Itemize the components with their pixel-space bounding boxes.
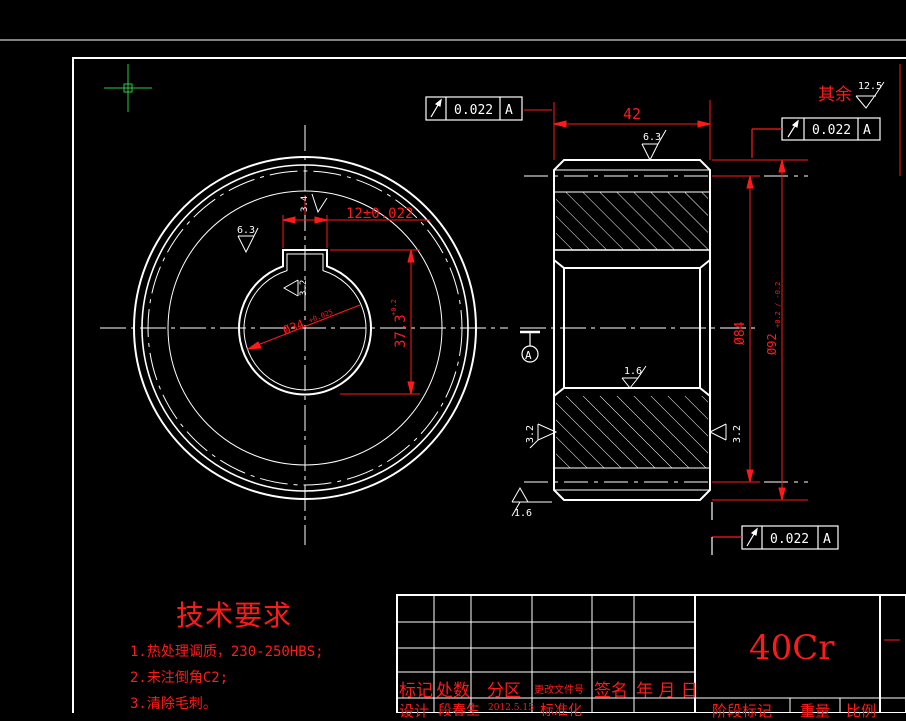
tb-design-label: 设计: [399, 702, 430, 720]
left-view: [100, 125, 508, 545]
outer-dia-tol: +0.2 / -0.2: [774, 282, 782, 328]
hatch-upper: [556, 192, 708, 250]
runout-value-3: 0.022: [770, 532, 809, 547]
title-block: [396, 594, 906, 713]
edge-mark: [884, 64, 901, 641]
root-dia-dim: Ø84: [733, 321, 748, 345]
roughness-label-63-right: 6.3: [643, 132, 661, 143]
keyway-depth-dim: 37.3: [393, 314, 409, 348]
tb-design-date: 2012.5.15: [488, 703, 534, 713]
roughness-label-32-right-b: 3.2: [732, 425, 743, 443]
bore-with-keyway: [238, 249, 372, 396]
bore-inner-chamfer: [243, 253, 367, 391]
runout-frame-top-left: [425, 96, 523, 121]
keyway-width-dim: 12±0.022: [346, 206, 413, 222]
tech-requirements-title: 技术要求: [176, 599, 293, 632]
tb-zone-label: 分区: [487, 681, 521, 701]
roughness-label-16-right: 1.6: [624, 366, 642, 377]
runout-frame-bottom: [711, 502, 839, 555]
outer-chamfer-circle: [141, 164, 469, 492]
bore-section: [553, 259, 711, 397]
tb-signature-label: 签名: [594, 681, 628, 701]
runout-datum-3: A: [823, 532, 831, 547]
width-dim: 42: [623, 105, 641, 123]
tb-mark-label: 标记: [399, 681, 433, 701]
roughness-label-32-right-a: 3.2: [525, 425, 536, 443]
tb-scale-label: 比例: [846, 702, 877, 720]
roughness-label-16-bottom: 1.6: [514, 508, 532, 519]
crosshair-cursor-icon[interactable]: [104, 64, 152, 112]
outer-dia-dim: Ø92: [765, 333, 779, 355]
datum-label: A: [525, 349, 532, 362]
tech-requirement-item-1: 1.热处理调质，230-250HBS;: [130, 644, 324, 660]
other-roughness-label: 其余: [818, 85, 852, 105]
tooth-root-circle: [147, 170, 463, 486]
runout-datum-2: A: [863, 123, 871, 138]
roughness-symbols-right: [511, 81, 885, 517]
runout-value-1: 0.022: [454, 103, 493, 118]
chamfer-small-dim: 3.4: [300, 196, 310, 212]
gear-section-outline: [553, 159, 711, 501]
left-view-dimensions: [246, 195, 430, 395]
tech-requirement-item-2: 2.未注倒角C2;: [130, 670, 229, 686]
hub-circle: [167, 190, 443, 466]
tb-weight-label: 重量: [800, 702, 831, 720]
hatch-lower: [556, 396, 708, 468]
runout-value-2: 0.022: [812, 123, 851, 138]
bore-dia-tol: +0.025: [308, 308, 334, 325]
tb-change-doc-label: 更改文件号: [534, 685, 584, 696]
tb-standardize-label: 标准化: [540, 703, 582, 719]
material-label: 40Cr: [749, 628, 835, 668]
roughness-symbol-icon: [237, 193, 328, 297]
bore-dia-dim: Ø34: [281, 317, 306, 338]
runout-datum-1: A: [505, 103, 513, 118]
outer-circle: [133, 156, 477, 500]
other-roughness-value: 12.5: [858, 81, 882, 92]
right-view-dimensions: [524, 100, 808, 501]
roughness-label-63-left: 6.3: [237, 225, 255, 236]
tb-stage-label: 阶段标记: [712, 702, 773, 720]
tb-count-label: 处数: [436, 681, 470, 701]
right-view: [520, 159, 808, 501]
datum-symbol-icon: [520, 330, 540, 363]
keyway-depth-tol: +0.2: [390, 299, 398, 316]
tech-requirement-item-3: 3.清除毛刺。: [130, 696, 217, 712]
runout-frame-top-right: [751, 117, 881, 158]
drawing-frame: [72, 57, 906, 713]
tb-designer-name: 段春生: [438, 703, 480, 719]
tb-date-label: 年 月 日: [636, 681, 698, 701]
roughness-label-32-left: 3.2: [299, 280, 309, 296]
